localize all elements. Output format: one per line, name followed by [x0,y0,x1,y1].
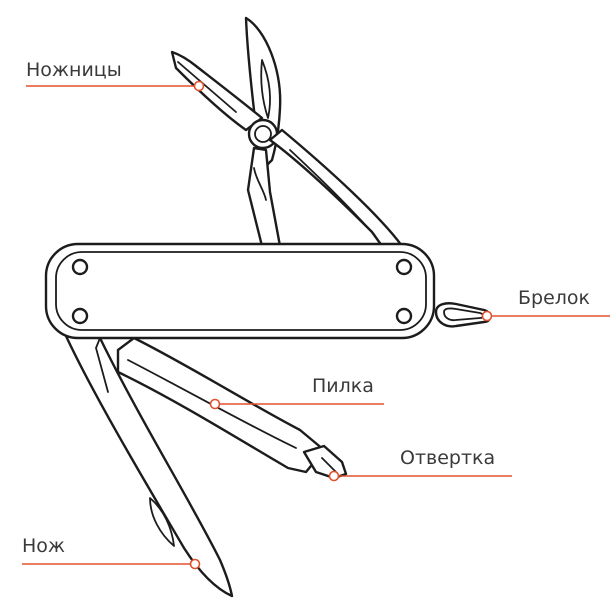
knife-blade-spine [95,337,109,393]
scissors-tool [170,16,404,248]
scissors-handle [246,146,282,248]
scissors-pivot [247,118,279,150]
callout-file-label: Пилка [312,375,374,397]
knife-blade [64,334,234,598]
callout-knife: Нож [22,535,201,570]
callout-screwdriver-dot [328,470,340,482]
callout-scissors: Ножницы [26,59,205,92]
scissors-lower-blade [170,50,264,132]
knife-body-outer [44,242,436,340]
body-rivet-bottom-left [71,307,89,325]
body-rivet-top-right [395,258,413,276]
body-rivet-top-left [71,258,89,276]
scissors-arm [268,128,404,248]
scissors-handle-spring [253,167,267,201]
callout-file: Пилка [209,375,384,410]
knife-body [44,242,436,340]
callout-keyring-dot [481,310,493,322]
scissors-lower-blade-edge [177,61,237,113]
callout-keyring-label: Брелок [518,287,590,309]
callout-keyring: Брелок [481,287,610,322]
callout-file-dot [209,398,221,410]
knife-body-inner [55,251,427,331]
body-rivet-bottom-right [395,307,413,325]
scissors-upper-blade-edge [260,59,271,119]
callout-knife-dot [189,558,201,570]
knife-blade-nail-nick [149,497,175,547]
callout-screwdriver: Отвертка [328,447,512,482]
screwdriver-tip-slot [321,457,337,473]
callout-scissors-dot [193,80,205,92]
callout-scissors-label: Ножницы [26,59,122,81]
nail-file-tool [116,336,348,480]
scissors-pivot-inner [254,125,272,143]
callout-knife-label: Нож [22,535,65,557]
scissors-arm-inner [289,149,371,231]
knife-blade-tool [64,334,234,598]
callout-screwdriver-label: Отвертка [400,447,495,469]
